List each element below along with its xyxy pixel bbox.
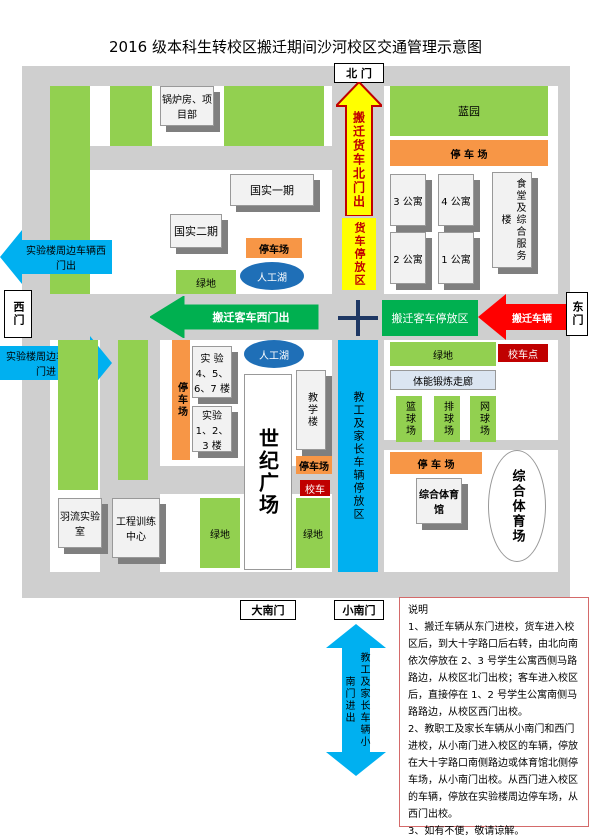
arrow-left-icon	[149, 295, 319, 339]
teaching-building: 教学楼	[296, 370, 326, 450]
parking-lake-north: 停车场	[246, 238, 302, 258]
notes-item: 3、如有不便，敬请谅解。	[408, 826, 525, 837]
road-bottom	[22, 572, 570, 598]
notes-item: 2、教职工及家长车辆从小南门和西门进校，从小南门进入校区的车辆，停放在大十字路口…	[408, 724, 578, 820]
lab-buildings-1-3: 实验 1、2、3 楼	[192, 406, 232, 452]
lab-west-in-label: 实验楼周边车辆西门进	[6, 352, 86, 378]
arrow-left-icon	[0, 230, 112, 284]
west-gate: 西门	[4, 290, 32, 338]
staff-south-arrow: 教工及家长车辆小南门进出	[326, 624, 386, 776]
east-in-label: 搬迁车辆	[512, 313, 552, 325]
lab-west-out-label: 实验楼周边车辆西门出	[26, 246, 106, 272]
arrow-left-icon	[478, 294, 566, 340]
road-upper-inner	[50, 146, 332, 170]
road-right-vertical	[384, 440, 558, 450]
staff-parking-zone: 教工及家长车辆停放区	[338, 340, 378, 572]
notes-panel: 说明 1、搬迁车辆从东门进校，货车进入校区后，到大十字路口后右转，由北向南依次停…	[399, 597, 589, 837]
comprehensive-gym: 综合体育馆	[416, 478, 462, 524]
green-area-west-strip	[118, 340, 148, 480]
intersection-cross	[338, 300, 378, 336]
truck-north-label: 搬迁货车北门出	[351, 111, 366, 209]
parking-dorm-north: 停 车 场	[390, 140, 548, 166]
lake-bottom: 人工湖	[244, 340, 304, 368]
lake-top: 人工湖	[240, 262, 304, 290]
green-area-south-right: 绿地	[296, 498, 330, 568]
notes-heading: 说明	[408, 605, 428, 616]
car-west-label: 搬迁客车西门出	[212, 311, 290, 324]
guoshi-phase-two: 国实二期	[170, 214, 222, 248]
dorm-4: 4 公寓	[438, 174, 474, 226]
boiler-room: 锅炉房、项目部	[160, 86, 214, 126]
east-gate: 东门	[566, 292, 588, 336]
dorm-2: 2 公寓	[390, 232, 426, 284]
green-area-lake-west: 绿地	[176, 270, 236, 294]
engineering-training-center: 工程训练中心	[112, 498, 160, 558]
green-area-east: 绿地	[390, 342, 496, 366]
small-south-gate: 小南门	[334, 600, 384, 620]
green-area-north-mid	[224, 86, 324, 146]
notes-item: 1、搬迁车辆从东门进校，货车进入校区后，到大十字路口后右转，由北向南依次停放在 …	[408, 622, 578, 718]
volleyball-court: 排球场	[434, 396, 460, 442]
bus-stop-east: 校车点	[498, 344, 548, 362]
guoshi-phase-one: 国实一期	[230, 174, 314, 206]
lanyuan-garden: 蓝园	[390, 86, 548, 136]
bus-stop-plaza: 校车	[300, 480, 330, 496]
arrow-up-down-icon	[326, 624, 386, 776]
big-south-gate: 大南门	[240, 600, 296, 620]
green-area-west-long	[58, 340, 98, 490]
comprehensive-stadium: 综合体育场	[488, 450, 546, 562]
dorm-1: 1 公寓	[438, 232, 474, 284]
green-area-north-left	[110, 86, 152, 146]
staff-south-label: 教工及家长车辆小南门进出	[343, 652, 369, 748]
parking-gym-north: 停 车 场	[390, 452, 482, 474]
tennis-court: 网球场	[470, 396, 496, 442]
north-gate: 北 门	[334, 63, 384, 83]
truck-north-arrow: 搬迁货车北门出	[333, 80, 385, 217]
dorm-3: 3 公寓	[390, 174, 426, 226]
car-parking-zone: 搬迁客车停放区	[382, 300, 478, 336]
fitness-corridor: 体能锻炼走廊	[390, 370, 496, 390]
century-plaza: 世纪广场	[244, 374, 292, 570]
canteen-service-building: 食堂及综合服务楼	[492, 172, 532, 268]
lab-buildings-4-7: 实 验 4、5、6、7 楼	[192, 346, 232, 398]
parking-teaching: 停车场	[296, 456, 332, 474]
parking-lab-west: 停车场	[172, 340, 190, 460]
east-in-arrow: 搬迁车辆	[478, 294, 566, 340]
lab-west-out-arrow: 实验楼周边车辆西门出	[0, 230, 112, 284]
green-area-south-left: 绿地	[200, 498, 240, 568]
car-west-arrow: 搬迁客车西门出	[149, 295, 330, 339]
map-title: 2016 级本科生转校区搬迁期间沙河校区交通管理示意图	[109, 38, 482, 56]
basketball-court: 篮球场	[396, 396, 422, 442]
badminton-lab: 羽流实验 室	[58, 498, 102, 548]
truck-parking-zone: 货车停放区	[342, 218, 376, 290]
